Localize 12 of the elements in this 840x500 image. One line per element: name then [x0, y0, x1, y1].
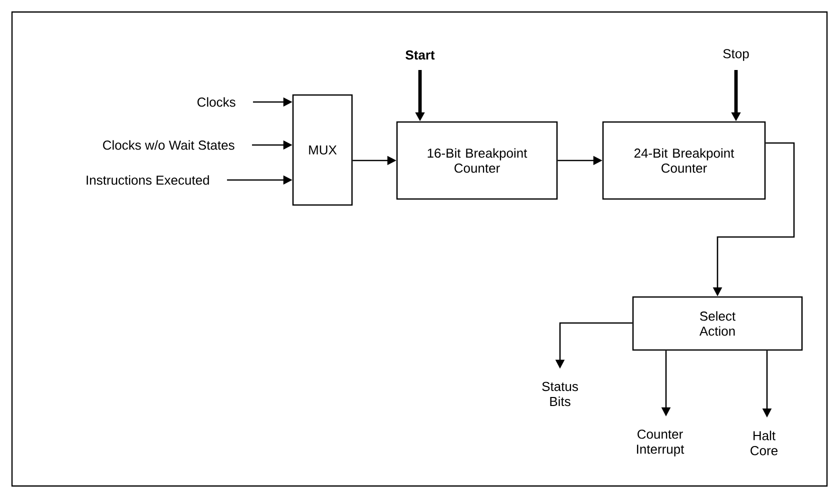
signal-label: Clocks w/o Wait States: [103, 140, 234, 150]
signal-label: Start: [406, 50, 435, 60]
signal-label: Instructions Executed: [86, 175, 209, 185]
signal-label: Status Bits: [542, 382, 578, 406]
signal-label: Stop: [723, 49, 749, 61]
signal-label: Halt Core: [750, 430, 778, 456]
counter-box: 16-Bit Breakpoint Counter: [396, 121, 558, 200]
multiplexer-box: MUX: [292, 94, 353, 206]
signal-label: Clocks: [197, 97, 236, 107]
select-box: Select Action: [632, 296, 803, 351]
counter-box: 24-Bit Breakpoint Counter: [602, 121, 766, 200]
signal-label: Counter Interrupt: [637, 430, 684, 456]
